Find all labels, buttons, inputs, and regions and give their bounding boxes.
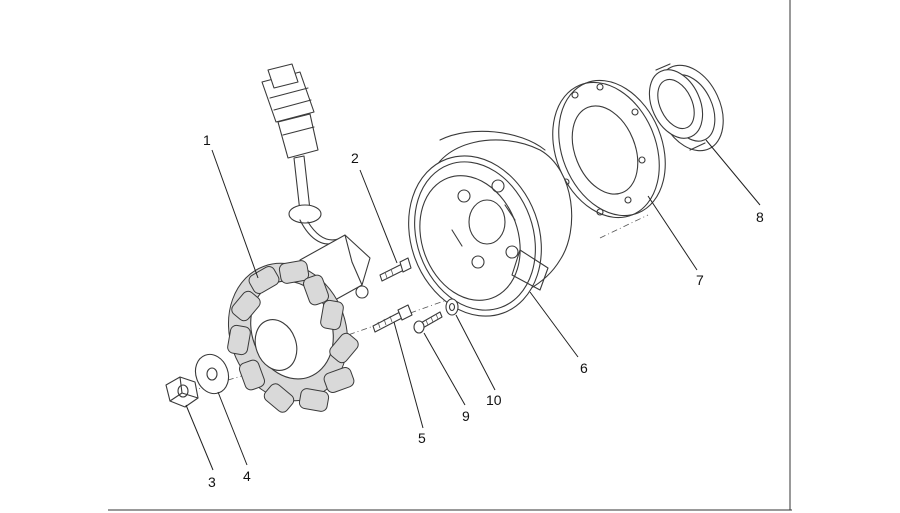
- leader-lines: [185, 139, 761, 471]
- callout-7: 7: [696, 272, 704, 288]
- callout-5: 5: [418, 430, 426, 446]
- callout-1: 1: [203, 132, 211, 148]
- part-3-nut: [165, 376, 199, 408]
- part-1-stator: [227, 63, 371, 413]
- part-6-flywheel-rotor: [408, 130, 573, 317]
- callout-9: 9: [462, 408, 470, 424]
- part-10-washer: [445, 298, 459, 316]
- callout-6: 6: [580, 360, 588, 376]
- part-2-bolt: [379, 257, 412, 282]
- callout-8: 8: [756, 209, 764, 225]
- callout-2: 2: [351, 150, 359, 166]
- callout-10: 10: [486, 392, 502, 408]
- part-9-bolt: [413, 311, 443, 334]
- callout-3: 3: [208, 474, 216, 490]
- callout-4: 4: [243, 468, 251, 484]
- part-7-flange-ring: [552, 79, 666, 219]
- part-8-seal-ring: [648, 63, 724, 152]
- stator-coils: [227, 260, 359, 413]
- part-5-bolt: [372, 304, 413, 333]
